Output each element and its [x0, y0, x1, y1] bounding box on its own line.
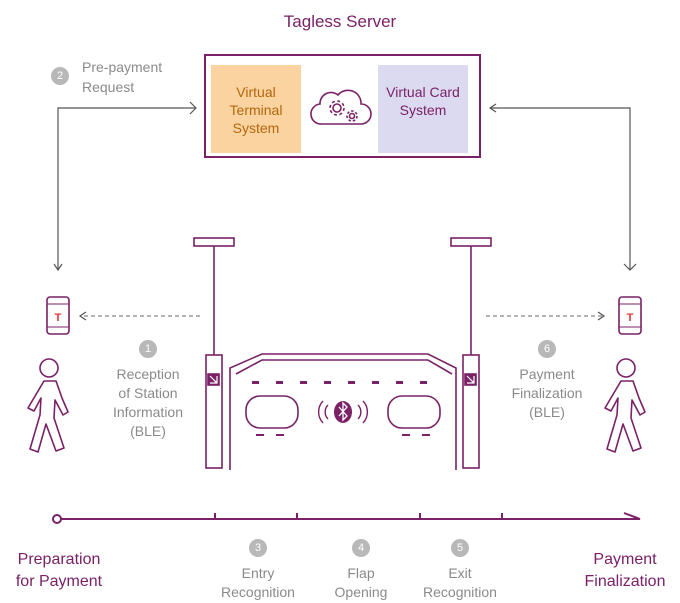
- cloud-gear-icon: [310, 89, 372, 125]
- step-6-badge: 6: [538, 340, 556, 358]
- step-4-line2: Opening: [334, 584, 388, 600]
- left-walking-person-icon: [27, 358, 69, 453]
- server-title: Tagless Server: [283, 12, 397, 31]
- step-5-badge: 5: [451, 539, 469, 557]
- prepayment-label-line2: Request: [82, 79, 135, 95]
- step-5-line1: Exit: [448, 565, 472, 581]
- bluetooth-icon: [317, 400, 369, 424]
- virtual-card-system-label: Virtual Card System: [386, 84, 460, 118]
- step-1-line1: Reception: [116, 366, 180, 382]
- timeline-start-line1: Preparation: [17, 551, 101, 568]
- step-3-badge: 3: [249, 539, 267, 557]
- left-gate-pole: [193, 237, 235, 469]
- step-3-line2: Recognition: [221, 584, 295, 600]
- step-1-badge: 1: [139, 340, 157, 358]
- right-arrow: [488, 103, 631, 270]
- timeline-start-line2: for Payment: [15, 573, 103, 590]
- right-walking-person-icon: [604, 358, 646, 453]
- step-4-badge: 4: [352, 539, 370, 557]
- virtual-card-system-box: [378, 65, 468, 153]
- right-gate-pole: [450, 237, 492, 469]
- step-1-line2: of Station: [118, 385, 178, 401]
- step-2-badge: 2: [51, 67, 69, 85]
- prepayment-label-line1: Pre-payment: [82, 59, 163, 75]
- virtual-terminal-system-label: Virtual Terminal System: [229, 84, 283, 136]
- step-1-line4: (BLE): [130, 423, 166, 439]
- timeline: [52, 512, 641, 524]
- svg-text:T: T: [55, 312, 62, 324]
- timeline-end-line2: Finalization: [584, 573, 666, 590]
- virtual-terminal-system-box: [211, 65, 301, 153]
- step-1-line3: Information: [112, 404, 184, 420]
- step-6-line3: (BLE): [529, 404, 565, 420]
- step-5-line2: Recognition: [423, 584, 497, 600]
- step-6-line2: Finalization: [511, 385, 583, 401]
- step-6-line1: Payment: [519, 366, 575, 382]
- left-request-arrow: [53, 107, 196, 272]
- timeline-end-line1: Payment: [593, 551, 657, 568]
- right-phone-icon: T: [618, 296, 642, 335]
- left-phone-icon: T: [46, 296, 70, 335]
- gate-indicator-lights: [252, 381, 430, 436]
- step-4-line1: Flap: [347, 565, 375, 581]
- svg-text:T: T: [627, 312, 634, 324]
- step-3-line1: Entry: [241, 565, 275, 581]
